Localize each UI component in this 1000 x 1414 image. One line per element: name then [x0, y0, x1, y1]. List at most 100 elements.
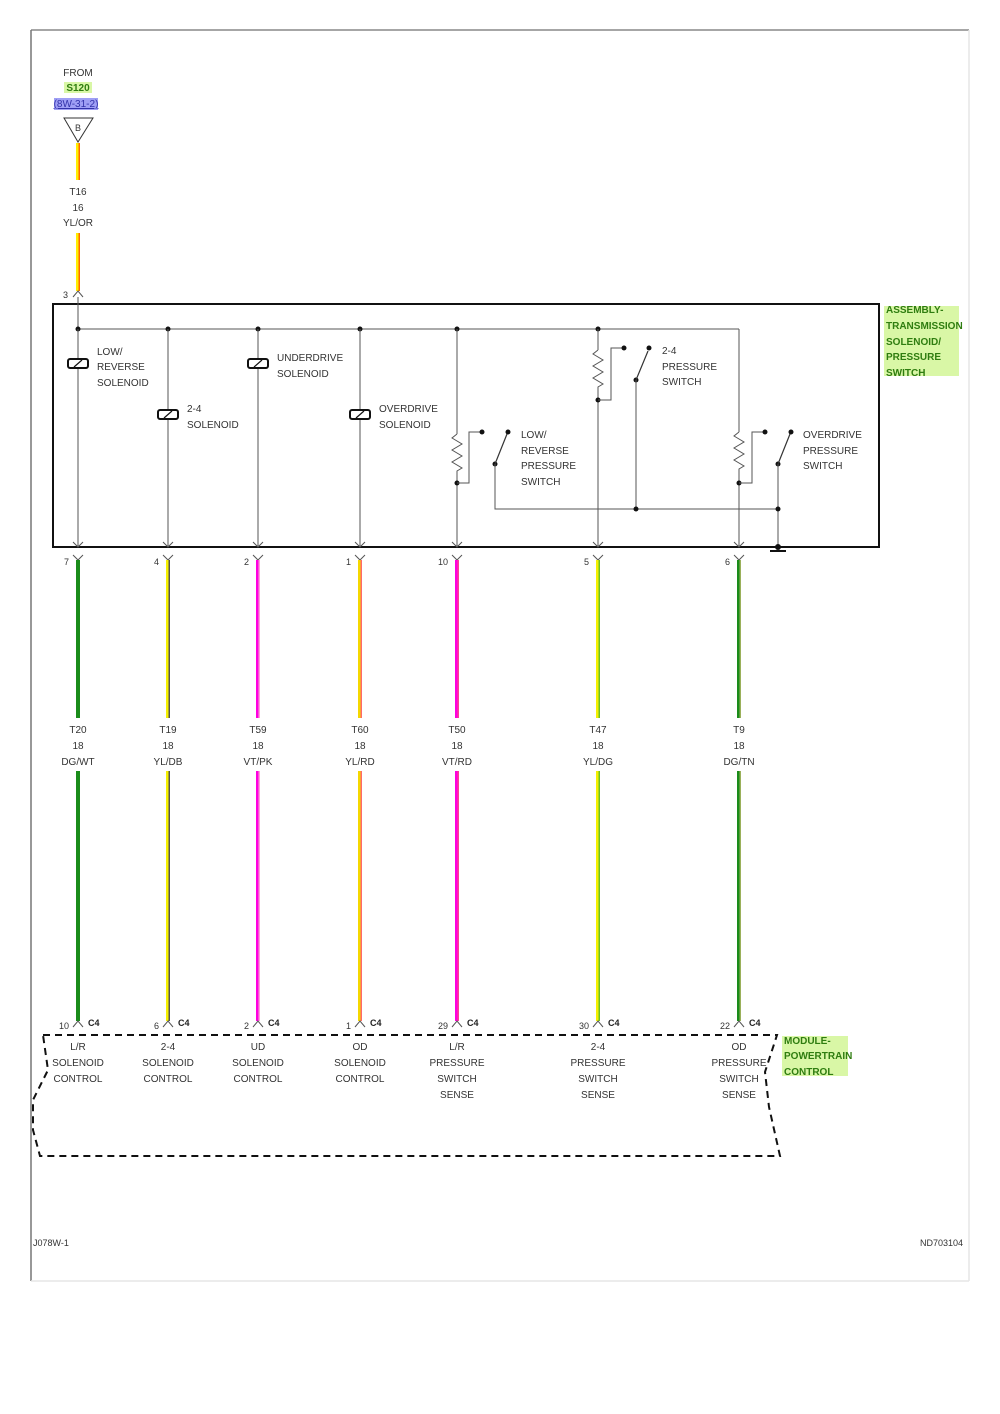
- pcm-pin-number: 10: [59, 1021, 69, 1031]
- wire-color: DG/TN: [723, 757, 754, 768]
- pcm-function-label: CONTROL: [234, 1074, 283, 1085]
- pcm-function-label: 2-4: [161, 1042, 176, 1053]
- component-label: OVERDRIVE: [803, 430, 862, 441]
- component-label: OVERDRIVE: [379, 404, 438, 415]
- pin-arrow-icon: [72, 541, 84, 548]
- pcm-pin-number: 1: [346, 1021, 351, 1031]
- pcm-pin-icon: [72, 1020, 84, 1028]
- assembly-pin-number: 2: [244, 557, 249, 567]
- switch-blade-icon: [635, 350, 649, 381]
- lr-pressure-switch: [451, 329, 778, 547]
- pcm-function-label: SENSE: [722, 1090, 756, 1101]
- module-title[interactable]: MODULE- POWERTRAIN CONTROL: [784, 1036, 852, 1078]
- wire-segment: [76, 560, 80, 718]
- pcm-pin-icon: [592, 1020, 604, 1028]
- wire-circuit: T20: [69, 725, 87, 736]
- component-label: SWITCH: [803, 461, 842, 472]
- wire-segment: [737, 771, 741, 1021]
- pcm-connector-id: C4: [370, 1018, 382, 1028]
- component-label: SOLENOID: [187, 420, 239, 431]
- wire-segment: [737, 560, 741, 718]
- pcm-function-label: L/R: [70, 1042, 86, 1053]
- wire-gauge: 18: [162, 741, 174, 752]
- pcm-module-outline: [32, 1034, 782, 1157]
- component-label: SOLENOID: [379, 420, 431, 431]
- wire-segment: [358, 771, 362, 1021]
- wire-circuit: T47: [589, 725, 607, 736]
- pcm-function-label: SWITCH: [578, 1074, 617, 1085]
- wire-segment: [166, 560, 170, 718]
- pcm-function-label: 2-4: [591, 1042, 606, 1053]
- source-wire-lower: [76, 233, 80, 291]
- pin-arrow-icon: [733, 541, 745, 548]
- source-wire-segment: [76, 143, 80, 180]
- source-pin: 3: [63, 290, 68, 300]
- pin-arrow-icon: [354, 541, 366, 548]
- connector-pin-icon: [451, 554, 463, 561]
- wire-color: VT/RD: [442, 757, 472, 768]
- component-label: 2-4: [187, 404, 202, 415]
- assembly-title-line: ASSEMBLY-: [886, 305, 943, 316]
- internal-circuit: LOW/ REVERSE SOLENOID 2-4 SOLENOID UNDER…: [67, 297, 862, 552]
- ref-link[interactable]: (8W-31-2): [54, 99, 99, 110]
- component-label: SWITCH: [662, 377, 701, 388]
- wire-gauge: 18: [72, 741, 84, 752]
- source-wire-segment: [76, 233, 80, 291]
- pcm-function-label: SOLENOID: [142, 1058, 194, 1069]
- connector-pin-icon: [72, 554, 84, 561]
- assembly-pin-number: 7: [64, 557, 69, 567]
- pin-arrow-icon: [162, 541, 174, 548]
- source-pin-chevron-icon: [72, 290, 84, 298]
- wire-circuit: T50: [448, 725, 466, 736]
- pcm-function-label: OD: [732, 1042, 747, 1053]
- pcm-pin-number: 30: [579, 1021, 589, 1031]
- assembly-title-line: TRANSMISSION: [886, 321, 963, 332]
- component-label: REVERSE: [521, 446, 569, 457]
- component-label: LOW/: [521, 430, 547, 441]
- pcm-pin-icon: [252, 1020, 264, 1028]
- wire-segment: [596, 771, 600, 1021]
- module-title-highlight: [782, 1036, 848, 1076]
- pin-arrow-icon: [252, 541, 264, 548]
- assembly-title-highlight: [884, 306, 959, 376]
- wire-segment: [358, 560, 362, 718]
- ref-highlight: [54, 98, 98, 110]
- assembly-pin-number: 6: [725, 557, 730, 567]
- pcm-function-label: OD: [353, 1042, 368, 1053]
- assembly-title-line: SWITCH: [886, 368, 925, 379]
- wire-segment: [596, 560, 600, 718]
- splice-id[interactable]: S120: [66, 83, 90, 94]
- connector-pin-icon: [354, 554, 366, 561]
- resistor-icon: [733, 431, 745, 547]
- assembly-pin-number: 5: [584, 557, 589, 567]
- pcm-function-label: CONTROL: [144, 1074, 193, 1085]
- wire-gauge: 18: [252, 741, 264, 752]
- source-gauge: 16: [72, 203, 84, 214]
- component-label: 2-4: [662, 346, 677, 357]
- pcm-function-label: SOLENOID: [52, 1058, 104, 1069]
- wire-segment: [455, 560, 459, 718]
- component-label: LOW/: [97, 347, 123, 358]
- component-label: PRESSURE: [662, 362, 717, 373]
- component-label: UNDERDRIVE: [277, 353, 343, 364]
- pcm-pin-icon: [354, 1020, 366, 1028]
- pcm-pin-number: 6: [154, 1021, 159, 1031]
- pcm-pin-number: 29: [438, 1021, 448, 1031]
- pcm-connector-id: C4: [749, 1018, 761, 1028]
- source-circuit: T16: [69, 187, 87, 198]
- from-label: FROM: [63, 68, 92, 79]
- component-label: REVERSE: [97, 362, 145, 373]
- assembly-title[interactable]: ASSEMBLY- TRANSMISSION SOLENOID/ PRESSUR…: [886, 305, 963, 379]
- wire-gauge: 18: [592, 741, 604, 752]
- assembly-pin-number: 4: [154, 557, 159, 567]
- pcm-function-label: SWITCH: [719, 1074, 758, 1085]
- pcm-pin-icon: [451, 1020, 463, 1028]
